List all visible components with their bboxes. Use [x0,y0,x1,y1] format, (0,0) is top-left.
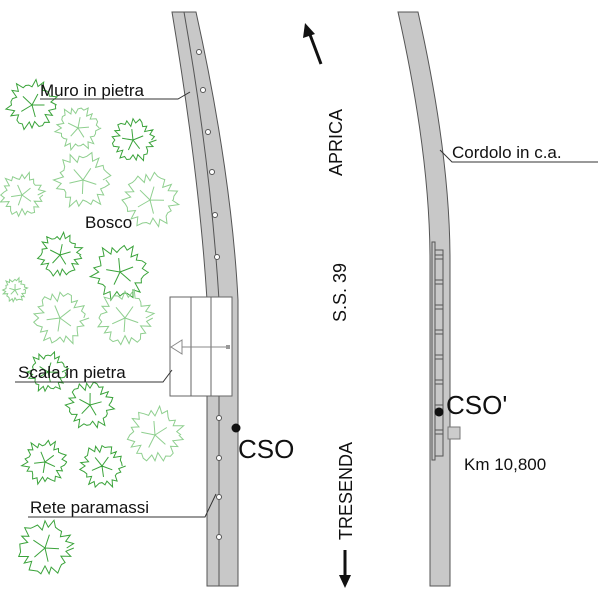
curb-segment [434,254,444,260]
fence-post [216,415,222,421]
tree-icon [126,404,185,463]
cordolo-leader [439,149,598,163]
tree-icon [96,288,156,346]
scala-leader [15,369,173,383]
left-road [171,11,239,587]
tree-icon [53,107,102,152]
tree-icon [52,151,112,209]
label-tresenda: TRESENDA [336,442,356,540]
curb-segment [434,379,444,385]
tree-icon [88,244,150,302]
stone-stair [169,296,233,397]
rete-leader [28,493,217,518]
tree-icon [25,350,70,393]
curb-segment [434,354,444,360]
tree-icon [1,276,29,304]
fence-post [216,534,222,540]
fence-post [205,129,211,135]
label-km: Km 10,800 [464,455,546,474]
label-muro: Muro in pietra [40,81,144,100]
fence-post [209,169,215,175]
fence-post [216,494,222,500]
tree-icon [20,439,68,486]
tree-icon [111,117,157,162]
label-cso-prime: CSO' [446,390,507,420]
tree-icon [4,78,59,131]
muro-leader [40,91,191,100]
cso-prime-point [434,407,444,417]
curb-segment [434,279,444,285]
arrow-up-icon [303,23,323,65]
tree-icon [36,230,84,277]
label-scala: Scala in pietra [18,363,126,382]
fence-post [196,49,202,55]
curb-segment [434,329,444,335]
tree-icon [64,381,116,429]
forest [0,78,185,576]
tree-icon [121,171,181,228]
tree-icon [0,170,47,218]
curb-segment [434,304,444,310]
fence-post [212,212,218,218]
label-rete: Rete paramassi [30,498,149,517]
stone-wall-line [183,11,220,586]
label-ss39: S.S. 39 [330,263,350,322]
label-aprica: APRICA [326,109,346,176]
cso-point [231,423,241,433]
label-cordolo: Cordolo in c.a. [452,143,562,162]
km-marker [447,426,461,440]
fence-post [200,87,206,93]
fence-posts [196,49,222,540]
concrete-curb [431,241,444,461]
curb-segment [434,429,444,435]
label-bosco: Bosco [85,213,132,232]
label-cso: CSO [238,434,294,464]
tree-icon [32,291,90,345]
tree-icon [78,444,126,489]
fence-post [214,254,220,260]
arrow-down-icon [339,550,351,588]
right-road [397,11,451,587]
fence-post [216,455,222,461]
tree-icon [17,519,75,576]
